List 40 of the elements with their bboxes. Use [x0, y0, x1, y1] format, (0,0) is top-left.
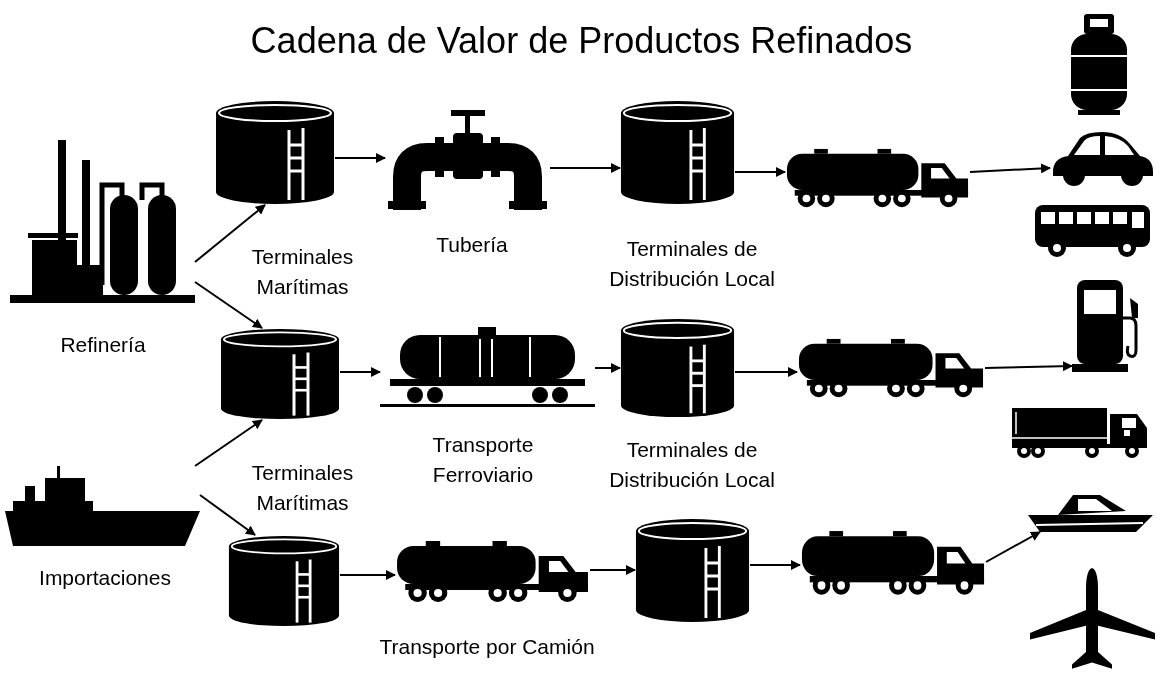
arrow: [749, 560, 801, 570]
node-caption: Terminales de Distribución Local: [608, 236, 776, 293]
arrow: [194, 281, 263, 329]
tank-truck-icon: [797, 338, 985, 400]
arrow: [549, 163, 621, 173]
node-caption: Importaciones: [38, 565, 172, 591]
arrow: [589, 565, 636, 575]
diagram-title: Cadena de Valor de Productos Refinados: [250, 19, 913, 63]
arrow: [969, 163, 1051, 174]
tank-railcar-icon: [380, 325, 595, 410]
arrow: [194, 204, 266, 263]
arrow: [734, 167, 786, 177]
text-label: Terminales Marítimas: [250, 460, 355, 517]
text-label: Terminales Marítimas: [250, 244, 355, 301]
node-caption: Terminales de Distribución Local: [608, 437, 776, 494]
storage-tank-icon: [620, 318, 735, 418]
bus-icon: [1035, 203, 1150, 258]
arrow: [984, 361, 1073, 372]
storage-tank-icon: [228, 535, 340, 627]
tank-truck-icon: [800, 530, 986, 598]
arrow: [199, 494, 256, 536]
arrow: [339, 367, 381, 377]
node-caption: Refinería: [59, 332, 147, 358]
storage-tank-icon: [215, 100, 335, 205]
storage-tank-icon: [220, 328, 340, 420]
storage-tank-icon: [620, 100, 735, 205]
tank-truck-icon: [785, 148, 970, 210]
node-caption: Tubería: [435, 232, 509, 258]
arrow: [339, 570, 396, 580]
arrow: [594, 363, 621, 373]
node-caption: Transporte Ferroviario: [431, 432, 535, 489]
arrow: [334, 153, 386, 163]
arrow: [985, 531, 1041, 563]
cargo-ship-icon: [5, 466, 200, 548]
arrow: [194, 419, 263, 467]
storage-tank-icon: [635, 518, 750, 623]
tank-truck-icon: [395, 540, 590, 605]
node-caption: Transporte por Camión: [378, 634, 596, 660]
arrow: [734, 367, 798, 377]
car-icon: [1050, 130, 1155, 187]
